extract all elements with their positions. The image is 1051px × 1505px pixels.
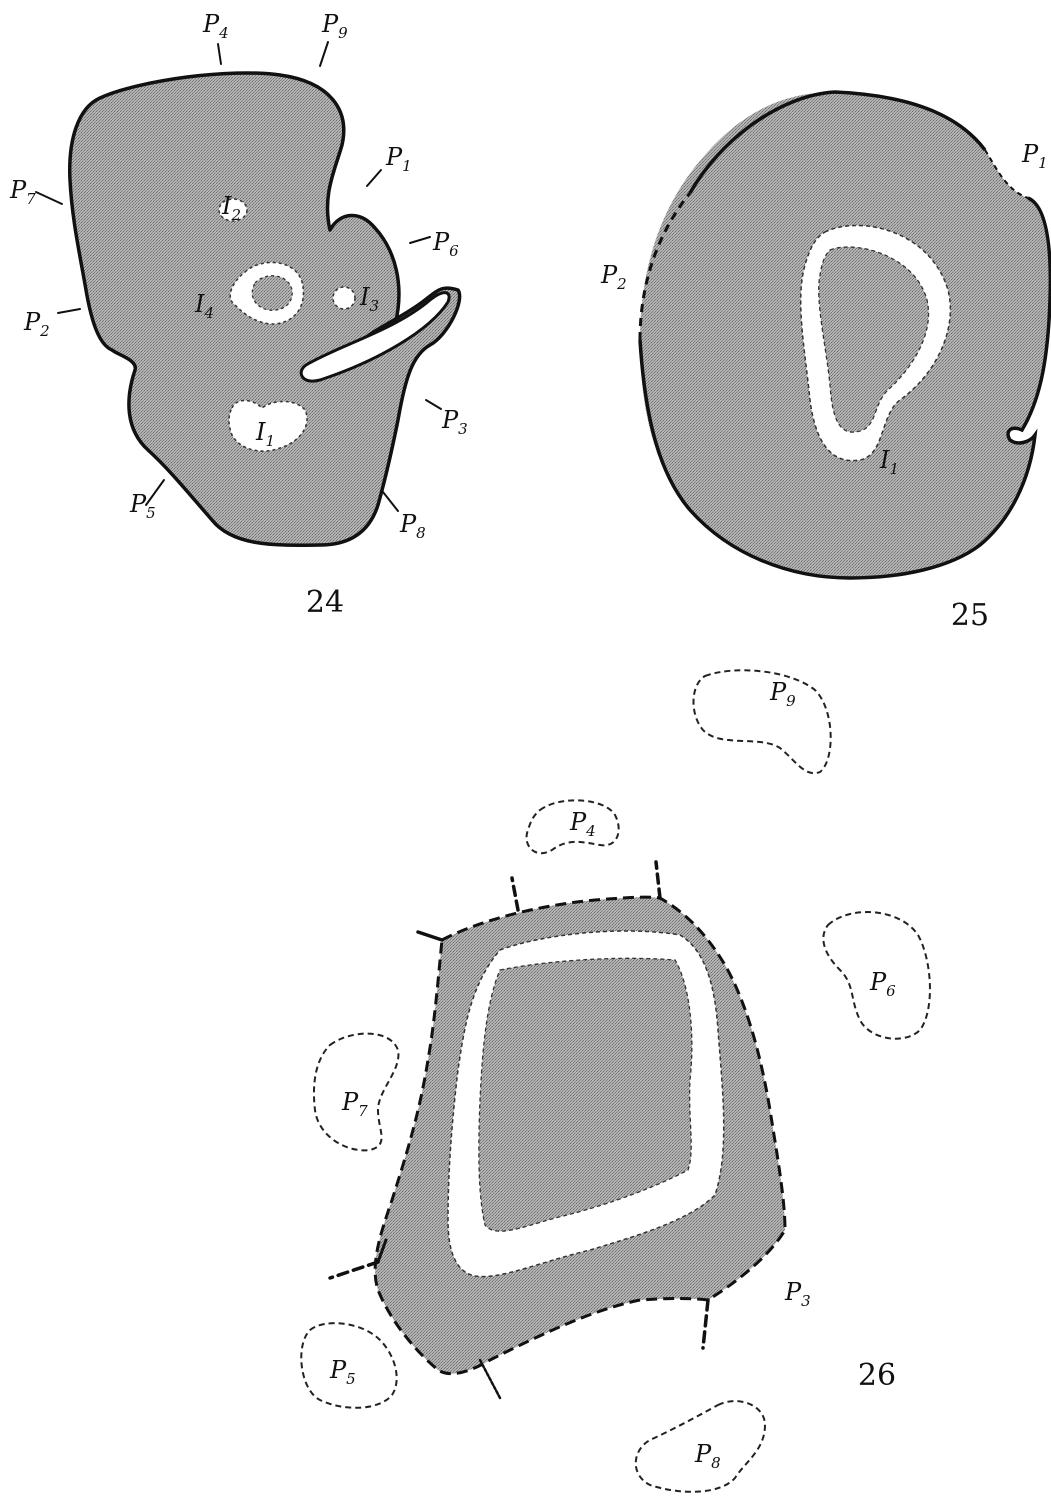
fig26-label-P5: P5 <box>329 1356 356 1388</box>
label-subscript: 9 <box>786 692 796 710</box>
label-subscript: 8 <box>416 524 426 542</box>
label-base: P <box>769 678 787 706</box>
label-subscript: 5 <box>146 504 156 522</box>
fig26-label-P4: P4 <box>569 808 596 840</box>
label-subscript: 6 <box>886 982 896 1000</box>
fig25-label-P2: P2 <box>600 261 627 293</box>
label-base: I <box>221 192 232 220</box>
label-subscript: 6 <box>449 242 459 260</box>
label-base: P <box>399 510 417 538</box>
label-base: P <box>869 968 887 996</box>
label-subscript: 3 <box>369 297 379 315</box>
label-base: P <box>1021 140 1039 168</box>
fig24-label-P6: P6 <box>432 228 459 260</box>
label-base: P <box>202 10 220 38</box>
figure-number-26: 26 <box>858 1358 896 1393</box>
fig24-tick-P4 <box>218 44 221 64</box>
label-base: P <box>600 261 618 289</box>
fig24-label-P2: P2 <box>23 308 50 340</box>
fig24-tick-P2 <box>58 309 80 313</box>
fig24-label-P1: P1 <box>385 143 412 175</box>
fig26-label-P9: P9 <box>769 678 796 710</box>
label-base: P <box>23 308 41 336</box>
fig24-tick-P9 <box>320 42 328 66</box>
label-subscript: 3 <box>458 420 468 438</box>
label-base: P <box>569 808 587 836</box>
fig26-spur-top-left <box>418 932 442 940</box>
fig26-spur-bottom-right <box>703 1300 708 1348</box>
label-subscript: 4 <box>218 24 229 42</box>
label-subscript: 7 <box>358 1102 368 1120</box>
label-base: P <box>321 10 339 38</box>
label-base: P <box>441 406 459 434</box>
fig26-label-P8: P8 <box>694 1440 721 1472</box>
label-base: P <box>385 143 403 171</box>
label-base: P <box>432 228 450 256</box>
label-subscript: 7 <box>26 190 36 208</box>
label-subscript: 1 <box>889 460 899 478</box>
label-subscript: 4 <box>585 822 596 840</box>
fig24-tick-P6 <box>410 237 430 243</box>
fig24-cavity-I3 <box>333 287 355 309</box>
fig26-blob-P5 <box>301 1323 396 1408</box>
fig24-label-P9: P9 <box>321 10 348 42</box>
label-subscript: 9 <box>338 24 348 42</box>
fig24-tick-P3 <box>426 400 441 409</box>
label-base: I <box>879 446 890 474</box>
label-base: P <box>694 1440 712 1468</box>
fig26-label-P3: P3 <box>784 1278 811 1310</box>
label-base: P <box>129 490 147 518</box>
label-subscript: 2 <box>39 322 50 340</box>
label-base: P <box>9 176 27 204</box>
fig26-label-P7: P7 <box>341 1088 368 1120</box>
fig24-label-P5: P5 <box>129 490 156 522</box>
label-base: I <box>359 283 370 311</box>
fig26-spur-bottom-left <box>480 1360 500 1398</box>
label-subscript: 1 <box>265 432 275 450</box>
label-subscript: 2 <box>616 275 627 293</box>
fig25-label-P1: P1 <box>1021 140 1048 172</box>
fig24-label-P3: P3 <box>441 406 468 438</box>
label-base: I <box>255 418 266 446</box>
label-base: P <box>784 1278 802 1306</box>
fig24-cavity-I4-inner <box>252 276 292 311</box>
fig26-spur-top-mid <box>512 878 518 910</box>
fig26-spur-top-right <box>656 862 660 898</box>
label-subscript: 4 <box>203 304 214 322</box>
label-base: P <box>341 1088 359 1116</box>
fig24-tick-P8 <box>383 492 398 511</box>
fig24-tick-P1 <box>367 170 381 186</box>
label-subscript: 8 <box>711 1454 721 1472</box>
fig26-blob-P9 <box>693 670 830 773</box>
fig24-tick-P7 <box>36 192 62 204</box>
label-base: P <box>329 1356 347 1384</box>
fig24-label-P4: P4 <box>202 10 229 42</box>
fig24-tick-P5 <box>146 480 164 505</box>
figure-number-24: 24 <box>306 585 344 620</box>
fig26-label-P6: P6 <box>869 968 896 1000</box>
label-subscript: 5 <box>346 1370 356 1388</box>
fig24-label-P7: P7 <box>9 176 36 208</box>
label-subscript: 1 <box>402 157 412 175</box>
figure-number-25: 25 <box>951 598 989 633</box>
fig26-spur-left <box>330 1262 378 1278</box>
fig24-label-P8: P8 <box>399 510 426 542</box>
label-subscript: 3 <box>801 1292 811 1310</box>
label-subscript: 1 <box>1038 154 1048 172</box>
label-base: I <box>194 290 205 318</box>
label-subscript: 2 <box>230 206 241 224</box>
